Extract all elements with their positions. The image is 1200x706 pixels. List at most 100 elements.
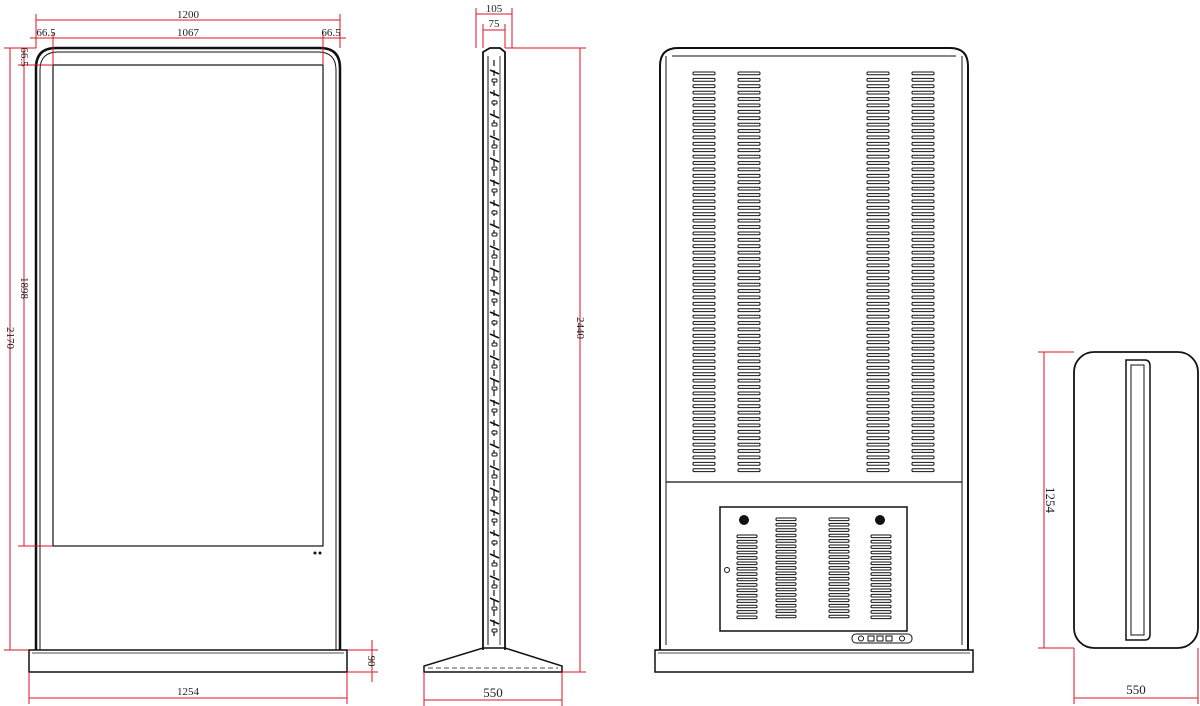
vent-slot bbox=[737, 225, 761, 229]
fixing-mark bbox=[489, 575, 500, 581]
front-dimensions: 1200 1067 66.5 66.5 66.5 1898 2170 90 bbox=[4, 9, 378, 704]
vent-slot bbox=[737, 314, 761, 319]
fixing-slot bbox=[491, 298, 498, 303]
vent-slot bbox=[911, 314, 935, 319]
io-port-icon bbox=[876, 635, 884, 642]
vent-slot bbox=[911, 468, 935, 473]
dim-label-base-height: 90 bbox=[365, 656, 377, 668]
vent-slot bbox=[737, 122, 761, 127]
vent-slot bbox=[911, 161, 935, 165]
vent-slot bbox=[736, 572, 758, 576]
vent-slot bbox=[866, 327, 890, 332]
vent-slot bbox=[692, 90, 716, 95]
vent-slot bbox=[911, 429, 935, 434]
vent-slot bbox=[737, 109, 761, 114]
dim-label-base-plate-depth: 550 bbox=[1126, 682, 1146, 697]
vent-slot bbox=[911, 346, 935, 351]
vent-slot bbox=[870, 599, 892, 603]
fixing-mark bbox=[489, 333, 500, 339]
side-view bbox=[423, 47, 563, 673]
vent-slot bbox=[737, 391, 761, 396]
vent-slot bbox=[870, 561, 892, 566]
vent-slot bbox=[866, 77, 890, 82]
vent-slot bbox=[737, 289, 761, 293]
screen-area bbox=[52, 64, 324, 547]
vent-slot bbox=[911, 71, 935, 76]
vent-slot bbox=[737, 97, 761, 101]
vent-slot bbox=[737, 346, 761, 351]
vent-slot bbox=[692, 231, 716, 236]
vent-slot bbox=[911, 212, 935, 217]
vent-slot bbox=[911, 378, 935, 383]
vent-slot bbox=[737, 77, 761, 82]
vent-slot bbox=[866, 436, 890, 441]
vent-slot bbox=[737, 173, 761, 178]
vent-slot bbox=[911, 417, 935, 421]
vent-slot bbox=[692, 436, 716, 441]
vent-slot bbox=[775, 593, 797, 597]
fixing-mark bbox=[489, 245, 500, 251]
vent-slot bbox=[828, 582, 850, 586]
vent-slot bbox=[692, 276, 716, 281]
vent-slot bbox=[911, 301, 935, 306]
vent-slot bbox=[866, 180, 890, 185]
vent-slot bbox=[911, 173, 935, 178]
fixing-slot bbox=[491, 276, 498, 281]
vent-slot bbox=[866, 276, 890, 281]
vent-slot bbox=[692, 365, 716, 370]
fixing-slot bbox=[491, 452, 498, 457]
vent-slot bbox=[737, 263, 761, 268]
vent-slot bbox=[737, 423, 761, 428]
vent-slot bbox=[737, 205, 761, 210]
vent-slot bbox=[775, 517, 797, 522]
vent-slot bbox=[866, 84, 890, 89]
vent-slot bbox=[692, 314, 716, 319]
vent-slot bbox=[692, 340, 716, 345]
vent-slot bbox=[866, 391, 890, 396]
vent-slot bbox=[911, 442, 935, 447]
vent-slot bbox=[692, 186, 716, 191]
vent-slot bbox=[866, 97, 890, 101]
vent-slot bbox=[866, 244, 890, 249]
vent-slot bbox=[911, 122, 935, 127]
vent-slot bbox=[911, 276, 935, 281]
vent-slot bbox=[736, 545, 758, 549]
vent-slot bbox=[692, 205, 716, 210]
fixing-mark bbox=[489, 179, 500, 185]
vent-slot bbox=[866, 135, 890, 140]
vent-slot bbox=[866, 378, 890, 383]
vent-slot bbox=[775, 576, 797, 581]
vent-slot bbox=[828, 593, 850, 597]
vent-slot bbox=[692, 212, 716, 217]
vent-slot bbox=[828, 587, 850, 592]
vent-slot bbox=[911, 109, 935, 114]
fan-screw bbox=[875, 515, 885, 525]
side-dimensions: 105 75 2440 550 bbox=[423, 3, 586, 706]
vent-slot bbox=[828, 566, 850, 570]
vent-slot bbox=[692, 269, 716, 274]
vent-slot bbox=[692, 391, 716, 396]
vent-slot bbox=[870, 539, 892, 544]
fixing-mark bbox=[489, 553, 500, 559]
vent-slot bbox=[775, 560, 797, 565]
fixing-slot bbox=[491, 584, 498, 589]
vent-slot bbox=[692, 282, 716, 287]
vent-slot bbox=[866, 154, 890, 159]
vent-slot bbox=[866, 103, 890, 108]
vent-slot bbox=[692, 385, 716, 389]
vent-slot bbox=[866, 269, 890, 274]
vent-slot bbox=[692, 346, 716, 351]
vent-slot bbox=[737, 199, 761, 204]
vent-slot bbox=[692, 199, 716, 204]
vent-slot bbox=[911, 116, 935, 121]
dim-label-margin-top: 66.5 bbox=[18, 47, 30, 67]
door-lock-icon bbox=[724, 567, 730, 573]
vent-slot bbox=[866, 148, 890, 153]
vent-slot bbox=[692, 77, 716, 82]
vent-slot bbox=[737, 244, 761, 249]
fixing-mark bbox=[489, 289, 500, 295]
fixing-mark bbox=[489, 443, 500, 449]
vent-slot bbox=[736, 593, 758, 598]
vent-slot bbox=[775, 539, 797, 543]
back-base bbox=[654, 649, 974, 673]
